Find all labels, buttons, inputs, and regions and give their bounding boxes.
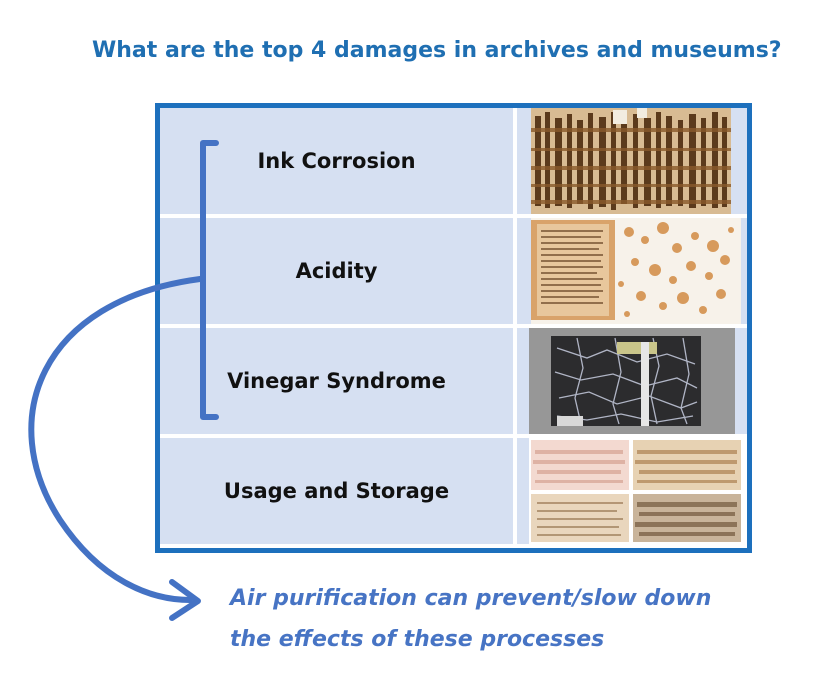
table-row: Acidity bbox=[160, 218, 747, 324]
row-label: Usage and Storage bbox=[223, 479, 450, 503]
row-label-cell: Acidity bbox=[160, 218, 513, 324]
arrow-head-icon bbox=[169, 579, 201, 621]
row-label-cell: Vinegar Syndrome bbox=[160, 328, 513, 434]
vinegar-syndrome-photo bbox=[517, 328, 747, 434]
table-row: Usage and Storage bbox=[160, 438, 747, 544]
acidity-photo bbox=[517, 218, 747, 324]
row-label-cell: Usage and Storage bbox=[160, 438, 513, 544]
note-line-1: Air purification can prevent/slow down bbox=[230, 586, 712, 611]
air-purification-note: Air purification can prevent/slow down t… bbox=[230, 578, 711, 660]
acidity-image bbox=[531, 218, 741, 324]
row-label: Vinegar Syndrome bbox=[227, 369, 446, 393]
table-row: Ink Corrosion bbox=[160, 108, 747, 214]
vinegar-syndrome-image bbox=[529, 328, 735, 434]
row-label-cell: Ink Corrosion bbox=[160, 108, 513, 214]
ink-corrosion-photo bbox=[517, 108, 747, 214]
table-row: Vinegar Syndrome bbox=[160, 328, 747, 434]
damages-table: Ink Corrosion bbox=[155, 103, 752, 553]
ink-corrosion-image bbox=[531, 108, 731, 214]
note-line-2: the effects of these processes bbox=[230, 627, 605, 652]
row-label: Ink Corrosion bbox=[257, 149, 416, 173]
row-label: Acidity bbox=[295, 259, 378, 283]
usage-storage-image bbox=[529, 438, 747, 544]
page-title: What are the top 4 damages in archives a… bbox=[92, 38, 782, 63]
usage-storage-photo bbox=[517, 438, 747, 544]
